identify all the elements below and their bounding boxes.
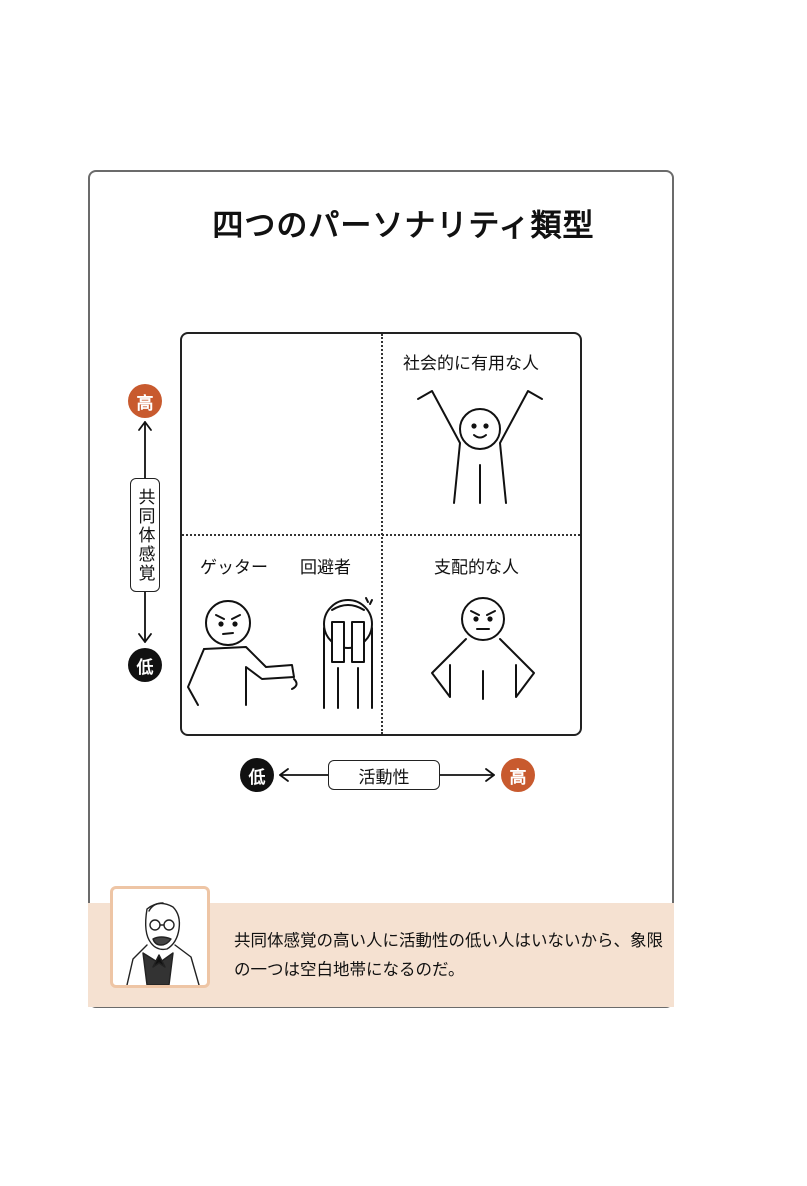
y-axis-label: 共同体感覚 (130, 478, 160, 592)
x-axis-label: 活動性 (328, 760, 440, 790)
getter-figure (187, 600, 298, 706)
socially-useful-figure (417, 390, 543, 504)
x-axis-low-badge: 低 (240, 758, 274, 792)
note-text: 共同体感覚の高い人に活動性の低い人はいないから、象限の一つは空白地帯になるのだ。 (234, 931, 663, 979)
y-axis-arrow (138, 421, 152, 643)
author-portrait (110, 886, 210, 988)
quadrant-grid (180, 332, 582, 736)
y-axis-low-badge: 低 (128, 648, 162, 682)
portrait-illustration-icon (126, 902, 200, 985)
y-axis-high-badge: 高 (128, 384, 162, 418)
x-axis-arrow (279, 768, 495, 782)
quadrant-label-ruling: 支配的な人 (434, 558, 519, 578)
ruling-type-figure (431, 597, 535, 700)
horizontal-divider (182, 534, 580, 536)
quadrant-label-getter: ゲッター (200, 558, 268, 578)
x-axis-high-badge: 高 (501, 758, 535, 792)
quadrant-label-useful: 社会的に有用な人 (403, 354, 539, 374)
avoider-figure (323, 597, 373, 709)
page-title: 四つのパーソナリティ類型 (212, 208, 595, 244)
quadrant-label-avoider: 回避者 (300, 558, 351, 578)
